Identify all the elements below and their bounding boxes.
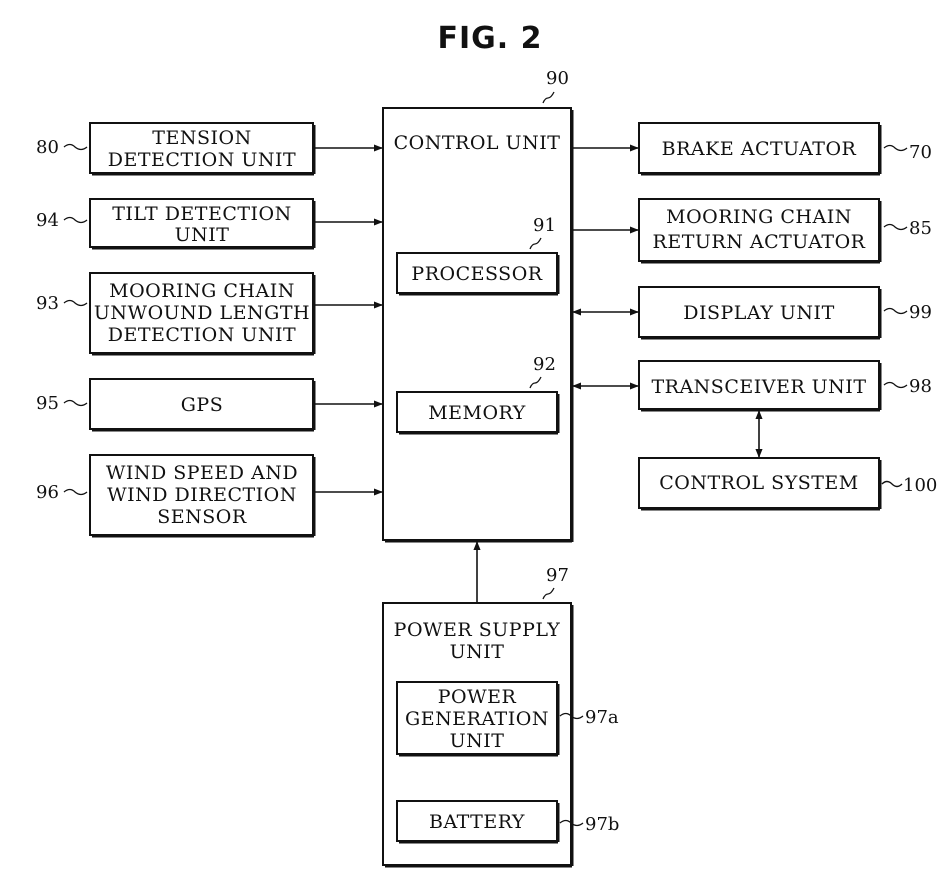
control-unit-label: CONTROL UNIT bbox=[394, 132, 561, 154]
ref-100: 100 bbox=[903, 475, 937, 496]
ref-97b: 97b bbox=[585, 814, 619, 835]
ref-95: 95 bbox=[36, 393, 59, 414]
ref-98: 98 bbox=[909, 376, 932, 397]
ref-93: 93 bbox=[36, 293, 59, 314]
control-system-label: CONTROL SYSTEM bbox=[659, 472, 859, 494]
transceiver-unit-block: TRANSCEIVER UNIT bbox=[639, 361, 880, 410]
ref-90: 90 bbox=[546, 68, 569, 89]
wind-sensor-line-2: WIND DIRECTION bbox=[107, 484, 297, 506]
control-unit-block: CONTROL UNIT bbox=[383, 108, 572, 542]
ref-97a: 97a bbox=[585, 707, 619, 728]
tension-detection-line-1: TENSION bbox=[152, 127, 251, 149]
ref-96: 96 bbox=[36, 482, 59, 503]
ref-94: 94 bbox=[36, 210, 59, 231]
tilt-detection-line-1: TILT DETECTION bbox=[112, 203, 292, 225]
memory-block: MEMORY bbox=[397, 392, 558, 433]
ref-85-leader bbox=[884, 225, 907, 230]
tilt-detection-line-2: UNIT bbox=[175, 224, 230, 246]
tension-detection-block: TENSION DETECTION UNIT bbox=[90, 123, 314, 174]
gps-label: GPS bbox=[181, 394, 223, 416]
power-generation-line-3: UNIT bbox=[450, 730, 505, 752]
ref-91: 91 bbox=[533, 215, 556, 236]
ref-96-leader bbox=[64, 490, 87, 495]
wind-sensor-line-1: WIND SPEED AND bbox=[106, 462, 298, 484]
brake-actuator-label: BRAKE ACTUATOR bbox=[662, 138, 857, 160]
ref-98-leader bbox=[884, 383, 907, 388]
ref-70: 70 bbox=[909, 142, 932, 163]
mooring-chain-length-block: MOORING CHAIN UNWOUND LENGTH DETECTION U… bbox=[90, 273, 314, 354]
ref-97: 97 bbox=[546, 565, 569, 586]
mooring-chain-length-line-3: DETECTION UNIT bbox=[108, 324, 296, 346]
ref-100-leader bbox=[882, 482, 902, 487]
ref-94-leader bbox=[64, 218, 87, 223]
power-supply-line-2: UNIT bbox=[450, 641, 505, 663]
power-generation-line-1: POWER bbox=[438, 686, 517, 708]
processor-label: PROCESSOR bbox=[411, 263, 542, 285]
brake-actuator-block: BRAKE ACTUATOR bbox=[639, 123, 880, 174]
display-unit-label: DISPLAY UNIT bbox=[683, 302, 835, 324]
ref-95-leader bbox=[64, 401, 87, 406]
mooring-chain-length-line-2: UNWOUND LENGTH bbox=[94, 302, 310, 324]
mooring-chain-length-line-1: MOORING CHAIN bbox=[109, 280, 295, 302]
ref-93-leader bbox=[64, 301, 87, 306]
return-actuator-line-2: RETURN ACTUATOR bbox=[653, 231, 866, 253]
power-supply-line-1: POWER SUPPLY bbox=[394, 619, 561, 641]
wind-sensor-line-3: SENSOR bbox=[157, 506, 247, 528]
ref-85: 85 bbox=[909, 218, 932, 239]
figure-title: FIG. 2 bbox=[438, 21, 543, 56]
display-unit-block: DISPLAY UNIT bbox=[639, 287, 880, 338]
processor-block: PROCESSOR bbox=[397, 253, 558, 294]
wind-sensor-block: WIND SPEED AND WIND DIRECTION SENSOR bbox=[90, 455, 314, 536]
ref-99: 99 bbox=[909, 302, 932, 323]
tilt-detection-block: TILT DETECTION UNIT bbox=[90, 199, 314, 248]
memory-label: MEMORY bbox=[428, 402, 526, 424]
tension-detection-line-2: DETECTION UNIT bbox=[108, 149, 296, 171]
return-actuator-line-1: MOORING CHAIN bbox=[666, 206, 852, 228]
ref-80-leader bbox=[64, 145, 87, 150]
ref-92: 92 bbox=[533, 354, 556, 375]
mooring-chain-return-actuator-block: MOORING CHAIN RETURN ACTUATOR bbox=[639, 199, 880, 262]
control-system-block: CONTROL SYSTEM bbox=[639, 458, 880, 509]
ref-97-leader bbox=[543, 588, 554, 599]
power-generation-line-2: GENERATION bbox=[405, 708, 549, 730]
gps-block: GPS bbox=[90, 379, 314, 430]
ref-80: 80 bbox=[36, 137, 59, 158]
ref-70-leader bbox=[884, 146, 907, 151]
ref-90-leader bbox=[543, 92, 554, 103]
power-generation-block: POWER GENERATION UNIT bbox=[397, 682, 558, 755]
ref-99-leader bbox=[884, 309, 907, 314]
transceiver-unit-label: TRANSCEIVER UNIT bbox=[651, 376, 866, 398]
battery-label: BATTERY bbox=[429, 811, 525, 833]
battery-block: BATTERY bbox=[397, 801, 558, 842]
